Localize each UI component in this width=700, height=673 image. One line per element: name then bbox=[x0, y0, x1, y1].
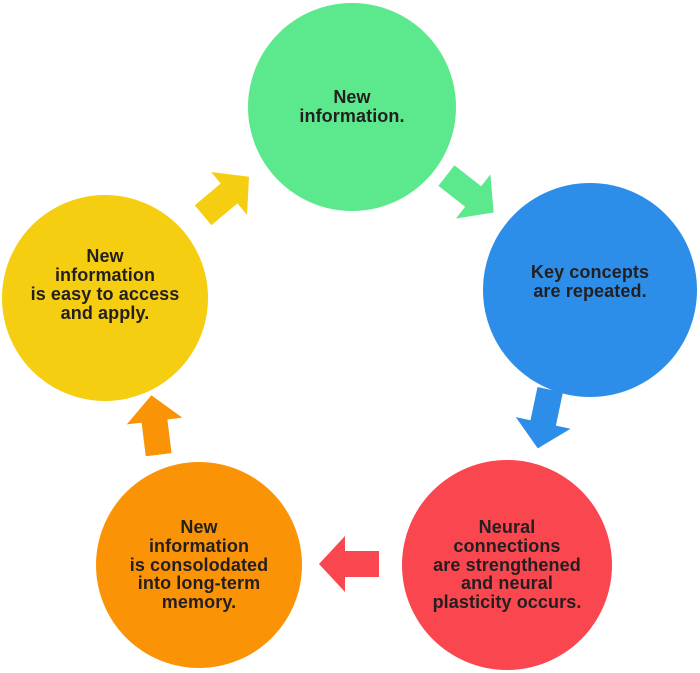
label-line: and neural bbox=[460, 573, 553, 594]
label-line: Neural bbox=[478, 516, 536, 537]
label-line: plasticity occurs. bbox=[432, 592, 582, 613]
arrow-easy-access-to-new-icon bbox=[184, 155, 267, 238]
label-line: into long-term bbox=[137, 573, 261, 594]
label-line: New bbox=[180, 516, 218, 537]
arrow-neural-to-consolidated-icon bbox=[319, 535, 379, 593]
label-line: New bbox=[333, 87, 371, 108]
label-line: information bbox=[148, 535, 250, 556]
label-line: and apply. bbox=[60, 302, 150, 323]
label-line: Key concepts bbox=[530, 262, 650, 283]
label-line: information. bbox=[299, 106, 405, 126]
label-line: connections bbox=[453, 535, 561, 556]
label-line: memory. bbox=[161, 592, 237, 613]
label-line: are strengthened bbox=[433, 554, 581, 575]
arrow-consolidated-to-easy-access-icon bbox=[123, 392, 188, 459]
label-line: New bbox=[86, 246, 124, 267]
label-line: is consolodated bbox=[129, 554, 269, 575]
label-line: is easy to access bbox=[30, 284, 180, 304]
arrow-new-to-key-concepts-icon bbox=[429, 153, 512, 236]
label-line: information bbox=[54, 265, 156, 286]
label-line: are repeated. bbox=[533, 281, 647, 301]
arrow-key-concepts-to-neural-icon bbox=[509, 384, 578, 455]
